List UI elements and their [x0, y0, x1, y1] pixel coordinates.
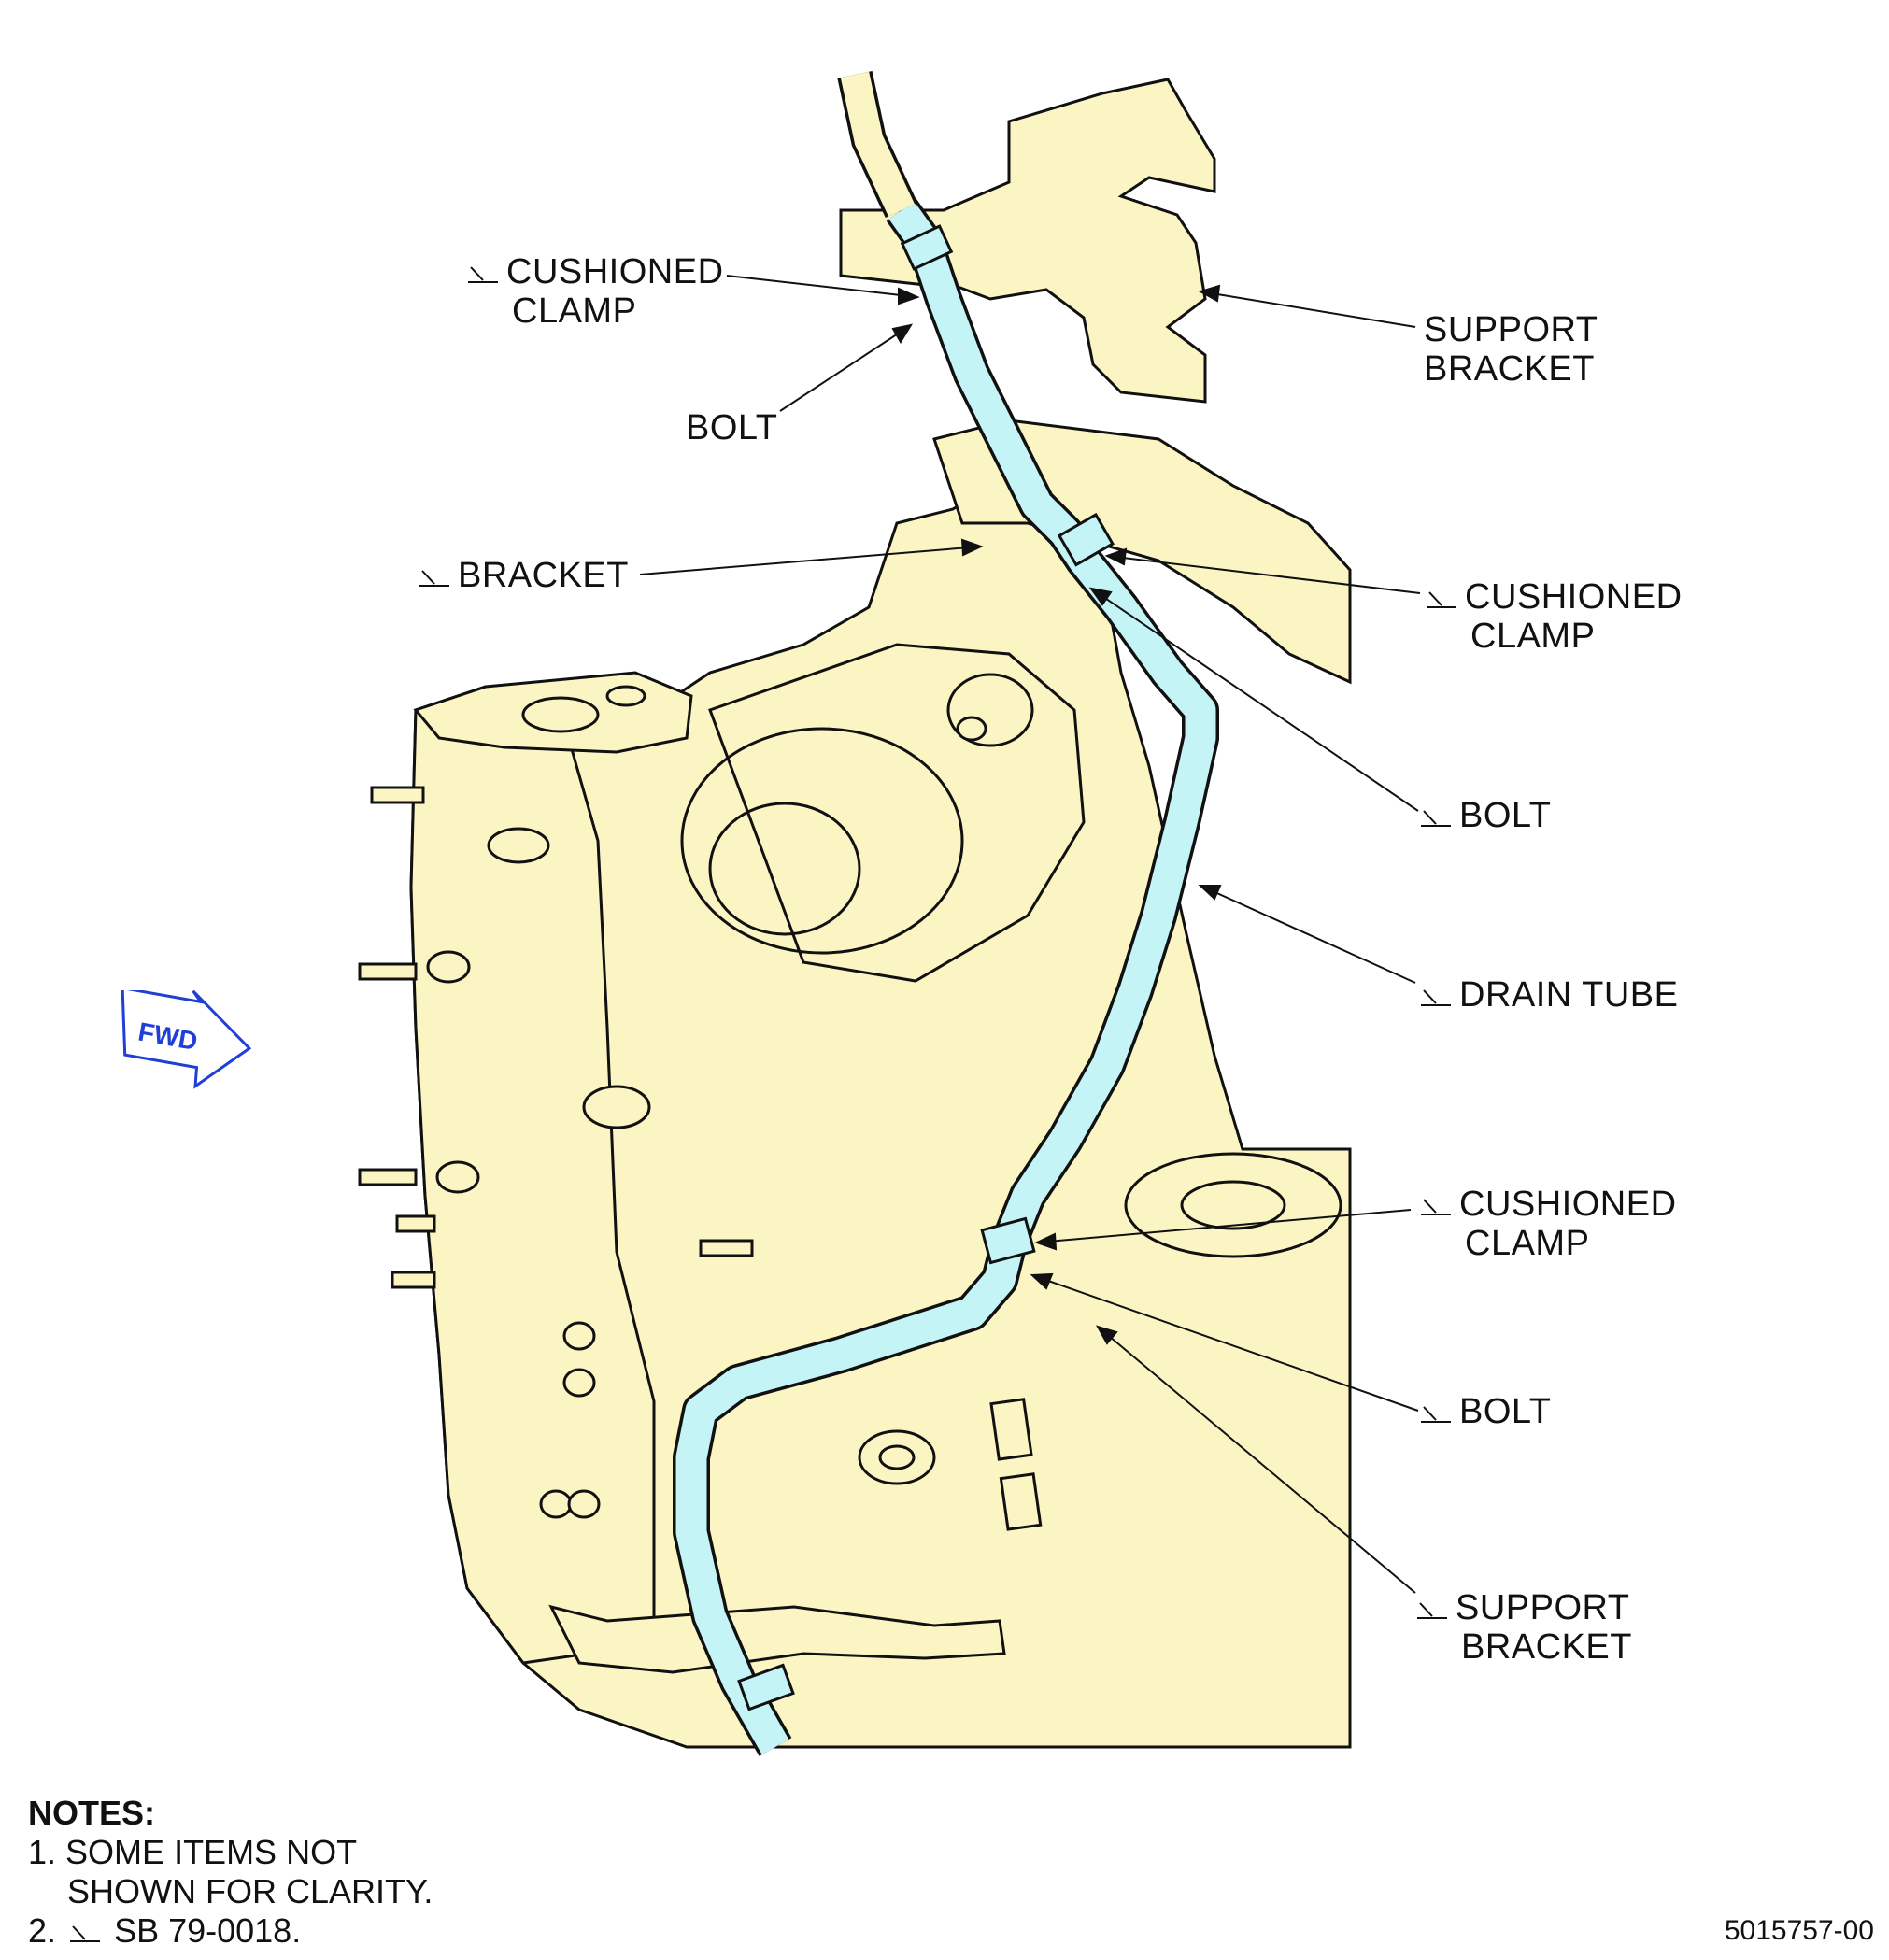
callout-support-bracket-low: SUPPORT BRACKET — [1416, 1588, 1632, 1667]
label-line1: CUSHIONED — [1465, 577, 1683, 617]
callout-cushioned-clamp-low: CUSHIONED CLAMP — [1420, 1185, 1677, 1263]
label-line2: CLAMP — [1470, 617, 1596, 656]
callout-bolt-top: BOLT — [686, 408, 777, 447]
drain-tube-shape — [673, 71, 1219, 1756]
notes-title: NOTES: — [28, 1794, 156, 1832]
label-line1: DRAIN TUBE — [1459, 975, 1679, 1015]
label-line2: BRACKET — [1424, 349, 1595, 389]
callout-cushioned-clamp-mid: CUSHIONED CLAMP — [1426, 577, 1683, 656]
label-line1: CUSHIONED — [1459, 1185, 1677, 1224]
label-line1: BOLT — [1459, 796, 1552, 835]
sb-flag-icon — [1421, 810, 1451, 827]
label-line2: CLAMP — [512, 291, 637, 331]
callout-support-bracket-top: SUPPORT BRACKET — [1424, 310, 1598, 389]
note-text: SHOWN FOR CLARITY. — [67, 1872, 433, 1910]
callout-cushioned-clamp-top: CUSHIONED CLAMP — [467, 252, 724, 331]
note-number: 2. — [28, 1911, 57, 1950]
label-line1: BOLT — [686, 408, 778, 447]
sb-flag-icon — [1421, 989, 1451, 1006]
note-item: 2. SB 79-0018. — [28, 1911, 433, 1951]
fwd-arrow-icon: FWD — [121, 990, 252, 1089]
label-line1: SUPPORT — [1456, 1588, 1630, 1627]
note-text: SOME ITEMS NOT — [65, 1833, 358, 1871]
callout-drain-tube: DRAIN TUBE — [1420, 975, 1678, 1015]
callout-bracket: BRACKET — [419, 556, 629, 595]
callout-bolt-mid: BOLT — [1420, 796, 1551, 835]
label-line1: BOLT — [1459, 1392, 1552, 1431]
label-line2: CLAMP — [1465, 1224, 1590, 1263]
sb-flag-icon — [1427, 591, 1456, 608]
sb-flag-icon — [419, 570, 449, 587]
note-item-continued: SHOWN FOR CLARITY. — [28, 1872, 433, 1911]
callout-bolt-low: BOLT — [1420, 1392, 1551, 1431]
label-line1: BRACKET — [458, 556, 629, 595]
sb-flag-icon — [70, 1925, 101, 1942]
note-number: 1. — [28, 1833, 57, 1871]
leader-lines — [639, 275, 1421, 1594]
label-line1: SUPPORT — [1424, 310, 1598, 349]
note-text: SB 79-0018. — [114, 1911, 302, 1950]
sb-flag-icon — [1421, 1406, 1451, 1423]
sb-flag-icon — [1421, 1199, 1451, 1215]
label-line2: BRACKET — [1461, 1627, 1632, 1667]
label-line1: CUSHIONED — [506, 252, 724, 291]
sb-flag-icon — [468, 266, 498, 283]
sb-flag-icon — [1417, 1602, 1447, 1619]
figure-id: 5015757-00 — [1724, 1915, 1874, 1946]
engine-body — [358, 78, 1352, 1749]
fwd-label: FWD — [136, 1017, 200, 1057]
notes-block: NOTES: 1. SOME ITEMS NOT SHOWN FOR CLARI… — [28, 1794, 433, 1951]
note-item: 1. SOME ITEMS NOT — [28, 1833, 433, 1872]
